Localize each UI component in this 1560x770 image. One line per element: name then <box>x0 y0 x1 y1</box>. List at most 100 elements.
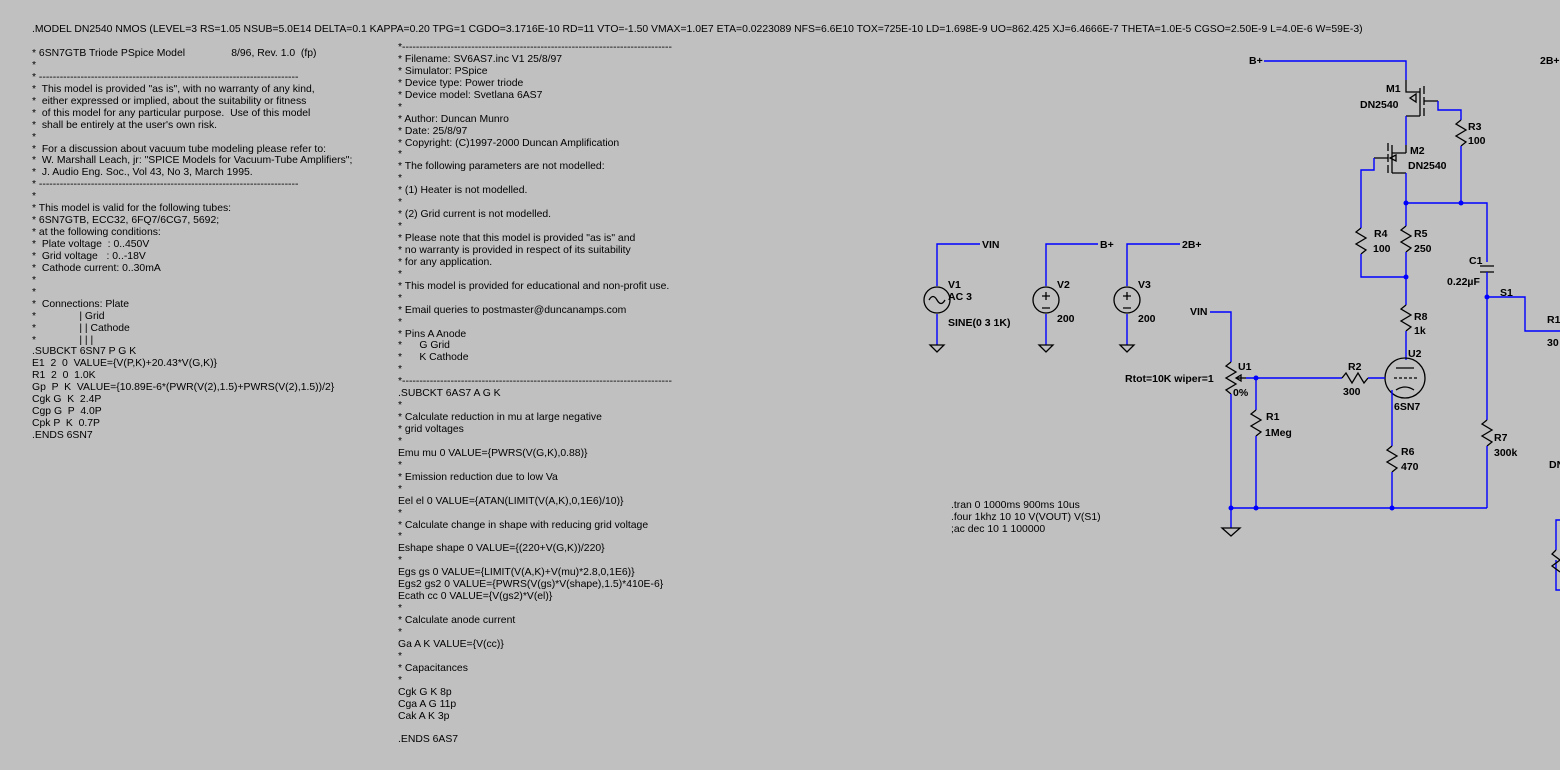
spice-line: * for any application. <box>398 256 493 268</box>
spice-line: * --------------------------------------… <box>32 71 299 83</box>
spice-line: * <box>398 483 403 495</box>
v2-label[interactable]: V2 <box>1057 279 1070 291</box>
u2-label[interactable]: U2 <box>1408 348 1422 360</box>
r6-value[interactable]: 470 <box>1401 461 1419 473</box>
spice-line: Cak A K 3p <box>398 710 450 722</box>
spice-line: * Calculate anode current <box>398 615 516 626</box>
spice-line: * Capacitances <box>398 662 468 674</box>
resistor-r4[interactable] <box>1354 227 1406 278</box>
spice-line: * <box>398 101 403 113</box>
r8-label[interactable]: R8 <box>1414 311 1428 323</box>
spice-line: * G Grid <box>398 340 450 352</box>
spice-line: * 6SN7GTB, ECC32, 6FQ7/6CG7, 5692; <box>32 215 220 227</box>
v1-label[interactable]: V1 <box>948 279 961 291</box>
r4-value[interactable]: 100 <box>1373 243 1391 255</box>
net-label-vin-pot[interactable]: VIN <box>1190 306 1208 318</box>
r1-right-label-partial[interactable]: R1 <box>1547 314 1560 326</box>
u1-parameter[interactable]: Rtot=10K wiper=1 <box>1125 373 1214 385</box>
r4-label[interactable]: R4 <box>1374 228 1388 240</box>
u1-label[interactable]: U1 <box>1238 361 1252 373</box>
m2-model[interactable]: DN2540 <box>1408 160 1447 172</box>
spice-line: * Cathode current: 0..30mA <box>32 262 161 274</box>
spice-line: * Simulator: PSpice <box>398 65 488 77</box>
resistor-r5[interactable] <box>1399 203 1413 305</box>
r8-value[interactable]: 1k <box>1414 325 1426 337</box>
spice-line: * <box>398 603 403 615</box>
spice-line: * Calculate change in shape with reducin… <box>398 519 649 531</box>
resistor-r7[interactable] <box>1480 419 1494 508</box>
spice-line: Cgk G K 8p <box>398 686 452 698</box>
m2-label[interactable]: M2 <box>1410 145 1425 157</box>
spice-line: * W. Marshall Leach, jr: "SPICE Models f… <box>32 155 353 167</box>
potentiometer-u1[interactable] <box>1224 361 1246 508</box>
r1-right-value-partial[interactable]: 30 <box>1547 337 1559 349</box>
v3-label[interactable]: V3 <box>1138 279 1151 291</box>
r1-value[interactable]: 1Meg <box>1265 427 1292 439</box>
net-label-s1[interactable]: S1 <box>1500 287 1513 299</box>
spice-line: Cgp G P 4.0P <box>32 406 102 418</box>
voltage-source-v3[interactable] <box>1113 243 1180 353</box>
capacitor-c1[interactable] <box>1480 265 1494 420</box>
spice-line: * | Grid <box>32 310 105 322</box>
c1-label[interactable]: C1 <box>1469 255 1483 267</box>
spice-line: * <box>398 674 403 686</box>
voltage-source-v1[interactable] <box>923 243 980 353</box>
v3-value[interactable]: 200 <box>1138 313 1156 325</box>
r7-label[interactable]: R7 <box>1494 432 1508 444</box>
spice-line: * shall be entirely at the user's own ri… <box>32 119 218 131</box>
spice-line: * <box>398 400 403 412</box>
resistor-r1[interactable] <box>1249 378 1263 508</box>
r2-label[interactable]: R2 <box>1348 361 1362 373</box>
spice-line: * Connections: Plate <box>32 298 130 310</box>
simulation-directives[interactable]: .tran 0 1000ms 900ms 10us.four 1khz 10 1… <box>951 500 1101 536</box>
net-label-bplus-top[interactable]: B+ <box>1249 55 1263 67</box>
net-label-2bplus[interactable]: 2B+ <box>1182 239 1202 251</box>
r2-value[interactable]: 300 <box>1343 386 1361 398</box>
v1-ac-value[interactable]: AC 3 <box>948 291 972 303</box>
spice-line: .ENDS 6SN7 <box>32 430 93 441</box>
resistor-r8[interactable] <box>1399 304 1413 360</box>
partial-label-dn[interactable]: DN <box>1549 459 1560 471</box>
spice-line: * J. Audio Eng. Soc., Vol 43, No 3, Marc… <box>32 167 253 179</box>
net-label-bplus[interactable]: B+ <box>1100 239 1114 251</box>
r5-label[interactable]: R5 <box>1414 228 1428 240</box>
net-label-2bplus-top[interactable]: 2B+ <box>1540 55 1560 67</box>
spice-line: * <box>32 59 37 71</box>
r3-value[interactable]: 100 <box>1468 135 1486 147</box>
spice-comment-block-6sn7[interactable]: * 6SN7GTB Triode PSpice Model 8/96, Rev.… <box>32 48 352 442</box>
v2-value[interactable]: 200 <box>1057 313 1075 325</box>
spice-line: * Grid voltage : 0..-18V <box>32 250 146 262</box>
r5-value[interactable]: 250 <box>1414 243 1432 255</box>
r7-value[interactable]: 300k <box>1494 447 1518 459</box>
c1-value[interactable]: 0.22µF <box>1447 276 1480 288</box>
spice-line: * <box>32 131 37 143</box>
spice-line: * For a discussion about vacuum tube mod… <box>32 143 326 155</box>
spice-line: * | | Cathode <box>32 322 130 334</box>
mosfet-m1[interactable] <box>1405 80 1462 145</box>
spice-line: * <box>398 364 403 376</box>
voltage-source-v2[interactable] <box>1032 243 1098 353</box>
spice-line: * <box>398 292 403 304</box>
resistor-r2[interactable] <box>1341 371 1385 385</box>
u1-percentage[interactable]: 0% <box>1233 387 1249 399</box>
resistor-r6[interactable] <box>1385 445 1399 508</box>
net-label-vin[interactable]: VIN <box>982 239 1000 251</box>
spice-line: * Emission reduction due to low Va <box>398 471 558 483</box>
spice-line: * Device model: Svetlana 6AS7 <box>398 89 543 101</box>
spice-comment-block-6as7[interactable]: *---------------------------------------… <box>398 42 672 746</box>
spice-line: * | | | <box>32 334 94 346</box>
spice-line: Ecath cc 0 VALUE={V(gs2)*V(el)} <box>398 591 553 603</box>
spice-line: * <box>398 507 403 519</box>
m1-label[interactable]: M1 <box>1386 83 1401 95</box>
m1-model[interactable]: DN2540 <box>1360 99 1399 111</box>
r6-label[interactable]: R6 <box>1401 446 1415 458</box>
r1-label[interactable]: R1 <box>1266 411 1280 423</box>
spice-line: .ENDS 6AS7 <box>398 734 459 746</box>
mosfet-m2[interactable] <box>1360 143 1407 228</box>
v1-sine-value[interactable]: SINE(0 3 1K) <box>948 317 1010 329</box>
u2-model[interactable]: 6SN7 <box>1394 401 1420 413</box>
r3-label[interactable]: R3 <box>1468 121 1482 133</box>
resistor-r3[interactable] <box>1454 119 1468 203</box>
model-directive-dn2540[interactable]: .MODEL DN2540 NMOS (LEVEL=3 RS=1.05 NSUB… <box>32 24 1363 35</box>
